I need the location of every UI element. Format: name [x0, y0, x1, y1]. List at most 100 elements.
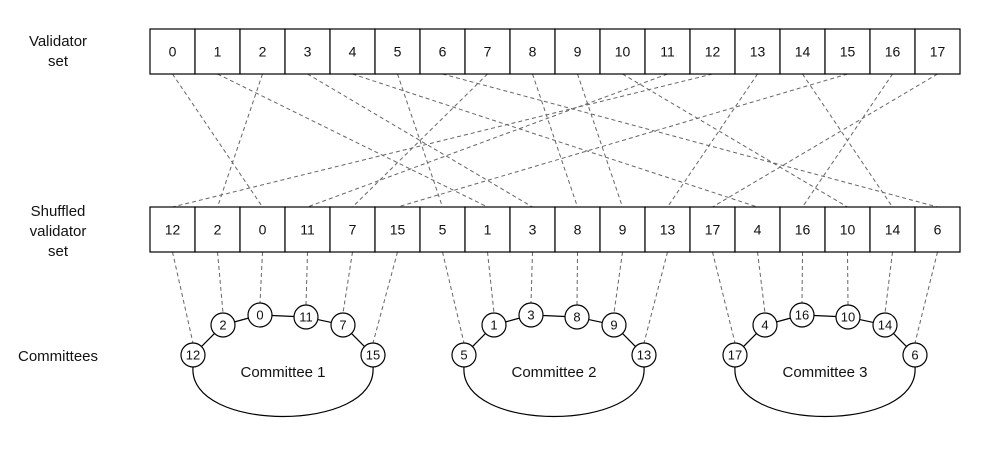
committee-node — [247, 302, 273, 328]
committee-node — [330, 312, 356, 338]
validator-cell — [464, 28, 511, 75]
shuffled-cell-label: 12 — [165, 222, 181, 238]
committee-ring-link — [351, 333, 365, 347]
validator-cell — [509, 28, 556, 75]
validator-cell — [149, 28, 196, 75]
shuffled-cell — [779, 206, 826, 253]
committee-node-label: 3 — [527, 308, 534, 323]
committee-node-label: 9 — [610, 318, 617, 333]
validator-cell-label: 0 — [169, 44, 177, 60]
committee-member-link — [487, 251, 495, 314]
shuffled-cell-label: 16 — [795, 222, 811, 238]
validator-cell-label: 10 — [615, 44, 631, 60]
validator-cell-label: 12 — [705, 44, 721, 60]
validator-cell-label: 17 — [930, 44, 946, 60]
shuffled-cell-label: 8 — [574, 222, 582, 238]
committee-member-link — [884, 251, 893, 314]
committee-ring-arc — [192, 366, 374, 418]
label-shuffled-3: set — [48, 243, 69, 260]
committee-node-label: 10 — [841, 310, 855, 325]
shuffled-cell — [239, 206, 286, 253]
committee-member-link — [372, 251, 398, 344]
committee-member-link — [172, 251, 194, 344]
validator-cell-label: 4 — [349, 44, 357, 60]
label-validator-set-2: set — [48, 53, 69, 70]
committee-node — [293, 304, 319, 330]
committee-title: Committee 1 — [240, 364, 325, 381]
shuffled-cell-label: 17 — [705, 222, 721, 238]
shuffled-cell-label: 11 — [300, 222, 315, 238]
committee-member-link — [801, 251, 803, 304]
shuffle-link — [307, 73, 533, 208]
committee-member-link — [217, 251, 224, 314]
committee-member-link — [613, 251, 623, 314]
shuffle-link — [352, 73, 758, 208]
validator-cell — [329, 28, 376, 75]
committee-node — [902, 342, 928, 368]
committee-member-link — [757, 251, 766, 314]
shuffle-link — [802, 73, 893, 208]
label-committees: Committees — [18, 348, 98, 365]
committee-node-label: 0 — [256, 308, 263, 323]
shuffle-link — [307, 73, 668, 208]
shuffle-link — [442, 73, 938, 208]
committee-node — [210, 312, 236, 338]
committee-node-label: 11 — [299, 310, 313, 325]
committee-node — [564, 304, 590, 330]
shuffled-cell-label: 2 — [214, 222, 222, 238]
committee-ring-link — [776, 317, 791, 323]
committee-node-label: 1 — [490, 318, 497, 333]
committee-node — [722, 342, 748, 368]
committee-node-label: 7 — [339, 318, 346, 333]
committee-ring-link — [622, 333, 636, 347]
validator-cell — [644, 28, 691, 75]
validator-cell — [824, 28, 871, 75]
committee-member-link — [914, 251, 938, 344]
validator-cell — [419, 28, 466, 75]
committee-ring-link — [813, 314, 837, 318]
validator-cell-label: 5 — [394, 44, 402, 60]
committee-node-label: 8 — [573, 310, 580, 325]
committee-links — [172, 251, 938, 344]
shuffled-cell — [374, 206, 421, 253]
committee-member-link — [712, 251, 736, 344]
shuffled-cell-label: 1 — [484, 222, 492, 238]
validator-cell-label: 13 — [750, 44, 766, 60]
validator-cell — [554, 28, 601, 75]
shuffled-cell-label: 0 — [259, 222, 267, 238]
shuffle-link — [577, 73, 623, 208]
committee-ring-link — [505, 317, 520, 323]
committee-member-link — [847, 251, 849, 306]
validator-cell-label: 14 — [795, 44, 811, 60]
committee-node — [481, 312, 507, 338]
committee-node-label: 12 — [186, 348, 200, 363]
validator-cell-label: 15 — [840, 44, 856, 60]
committee-ring-arc — [463, 366, 645, 418]
committee-node — [451, 342, 477, 368]
committee-ring-arc — [734, 366, 916, 418]
committee-node-label: 16 — [795, 308, 809, 323]
shuffle-link — [397, 73, 848, 208]
committee-ring-link — [859, 318, 874, 324]
shuffled-cell — [194, 206, 241, 253]
committee-ring-link — [743, 333, 757, 347]
validator-cell — [194, 28, 241, 75]
committee-member-link — [442, 251, 465, 344]
shuffled-cell-label: 10 — [840, 222, 856, 238]
committee-node — [789, 302, 815, 328]
committee-node-label: 2 — [219, 318, 226, 333]
committee-node-label: 15 — [366, 348, 380, 363]
shuffled-cell-label: 3 — [529, 222, 537, 238]
shuffled-cell — [914, 206, 961, 253]
shuffled-cell-label: 6 — [934, 222, 942, 238]
shuffled-cell — [644, 206, 691, 253]
shuffle-link — [622, 73, 848, 208]
validator-cell-label: 6 — [439, 44, 447, 60]
validator-cell — [869, 28, 916, 75]
shuffle-link — [217, 73, 488, 208]
committee-member-link — [643, 251, 668, 344]
shuffle-links — [172, 73, 938, 208]
